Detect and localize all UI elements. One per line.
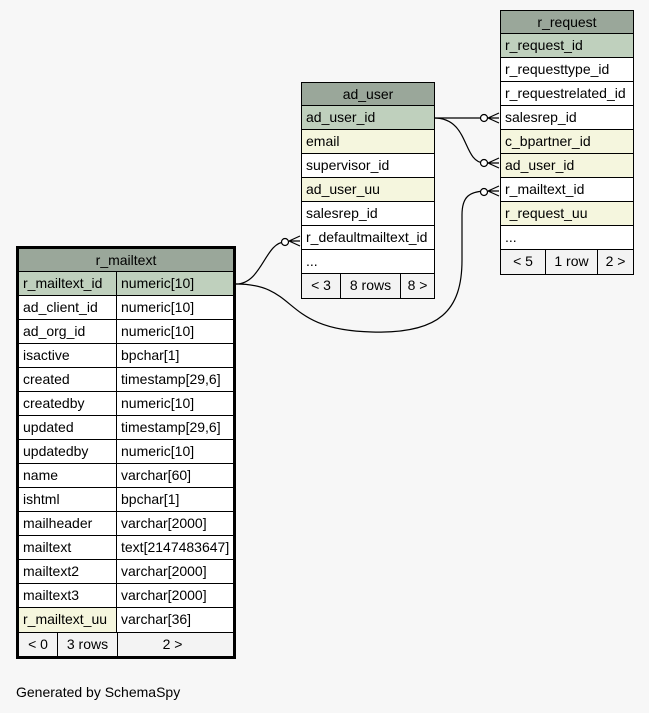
column-row[interactable]: ... [501, 226, 633, 250]
table-r-request[interactable]: r_request r_request_id r_requesttype_id … [500, 10, 634, 275]
children-link[interactable]: 2 > [117, 633, 233, 656]
column-row[interactable]: r_requesttype_id [501, 58, 633, 82]
table-footer: < 0 3 rows 2 > [19, 632, 233, 656]
column-type: varchar[2000] [116, 584, 233, 607]
crowfoot-marker [487, 157, 500, 169]
column-type: text[2147483647] [116, 536, 233, 559]
column-row[interactable]: created timestamp[29,6] [19, 368, 233, 392]
column-row[interactable]: c_bpartner_id [501, 130, 633, 154]
table-title[interactable]: r_mailtext [19, 249, 233, 272]
crowfoot-marker [487, 112, 500, 124]
column-type: numeric[10] [116, 296, 233, 319]
column-name: created [23, 371, 70, 387]
column-name: mailtext [23, 539, 72, 555]
table-title[interactable]: r_request [501, 11, 633, 34]
column-type: varchar[36] [116, 608, 233, 632]
column-type: varchar[2000] [116, 560, 233, 583]
edge-ad-user-to-ad-user-id [433, 117, 485, 164]
column-type: timestamp[29,6] [116, 416, 233, 439]
column-name: mailtext3 [23, 587, 80, 603]
column-row[interactable]: isactive bpchar[1] [19, 344, 233, 368]
column-row[interactable]: r_defaultmailtext_id [302, 226, 434, 250]
column-row[interactable]: mailtext text[2147483647] [19, 536, 233, 560]
column-row[interactable]: salesrep_id [501, 106, 633, 130]
column-name: r_mailtext_uu [19, 608, 116, 632]
column-row[interactable]: mailtext3 varchar[2000] [19, 584, 233, 608]
column-row[interactable]: createdby numeric[10] [19, 392, 233, 416]
row-count: 8 rows [340, 274, 400, 298]
column-row[interactable]: supervisor_id [302, 154, 434, 178]
column-row[interactable]: updated timestamp[29,6] [19, 416, 233, 440]
column-type: numeric[10] [116, 392, 233, 415]
column-row[interactable]: r_mailtext_id [501, 178, 633, 202]
column-row[interactable]: ad_user_id [501, 154, 633, 178]
column-row[interactable]: ad_org_id numeric[10] [19, 320, 233, 344]
column-type: bpchar[1] [116, 344, 233, 367]
parents-link[interactable]: < 3 [311, 277, 331, 293]
column-type: bpchar[1] [116, 488, 233, 511]
column-name: name [23, 467, 59, 483]
optional-marker [280, 237, 290, 247]
column-type: numeric[10] [116, 440, 233, 463]
table-footer: < 5 1 row 2 > [501, 250, 633, 274]
column-row[interactable]: updatedby numeric[10] [19, 440, 233, 464]
column-type: numeric[10] [116, 272, 233, 295]
table-footer: < 3 8 rows 8 > [302, 274, 434, 298]
column-name: updated [23, 419, 74, 435]
crowfoot-marker [288, 235, 301, 247]
column-row[interactable]: ad_user_id [302, 106, 434, 130]
column-name: createdby [23, 395, 85, 411]
column-name: ad_client_id [23, 299, 98, 315]
edge-mailtext-to-request-mailtext [235, 190, 485, 333]
column-type: timestamp[29,6] [116, 368, 233, 391]
column-row[interactable]: ... [302, 250, 434, 274]
column-row[interactable]: r_mailtext_id numeric[10] [19, 272, 233, 296]
column-name: r_mailtext_id [23, 275, 103, 291]
column-row[interactable]: r_requestrelated_id [501, 82, 633, 106]
column-row[interactable]: mailtext2 varchar[2000] [19, 560, 233, 584]
column-name: mailheader [23, 515, 93, 531]
edge-mailtext-to-defaultmailtext [235, 241, 286, 285]
children-link[interactable]: 2 > [597, 250, 633, 274]
column-type: varchar[2000] [116, 512, 233, 535]
column-name: ishtml [23, 491, 60, 507]
column-row[interactable]: ishtml bpchar[1] [19, 488, 233, 512]
column-name: ad_org_id [23, 323, 86, 339]
column-name: mailtext2 [23, 563, 80, 579]
optional-marker [479, 158, 489, 168]
column-row[interactable]: name varchar[60] [19, 464, 233, 488]
column-row[interactable]: email [302, 130, 434, 154]
crowfoot-marker [487, 185, 500, 197]
row-count: 3 rows [57, 633, 117, 656]
table-title[interactable]: ad_user [302, 83, 434, 106]
table-ad-user[interactable]: ad_user ad_user_id email supervisor_id a… [301, 82, 435, 299]
children-link[interactable]: 8 > [400, 274, 434, 298]
column-name: updatedby [23, 443, 89, 459]
column-row[interactable]: r_request_id [501, 34, 633, 58]
generated-by-label: Generated by SchemaSpy [16, 684, 181, 700]
column-name: isactive [23, 347, 70, 363]
column-row[interactable]: ad_user_uu [302, 178, 434, 202]
row-count: 1 row [545, 250, 597, 274]
column-row[interactable]: ad_client_id numeric[10] [19, 296, 233, 320]
column-row[interactable]: mailheader varchar[2000] [19, 512, 233, 536]
column-type: numeric[10] [116, 320, 233, 343]
optional-marker [479, 187, 489, 197]
parents-link[interactable]: < 5 [513, 253, 533, 269]
optional-marker [479, 113, 489, 123]
parents-link[interactable]: < 0 [28, 636, 48, 652]
column-type: varchar[60] [116, 464, 233, 487]
column-row[interactable]: salesrep_id [302, 202, 434, 226]
column-row[interactable]: r_request_uu [501, 202, 633, 226]
